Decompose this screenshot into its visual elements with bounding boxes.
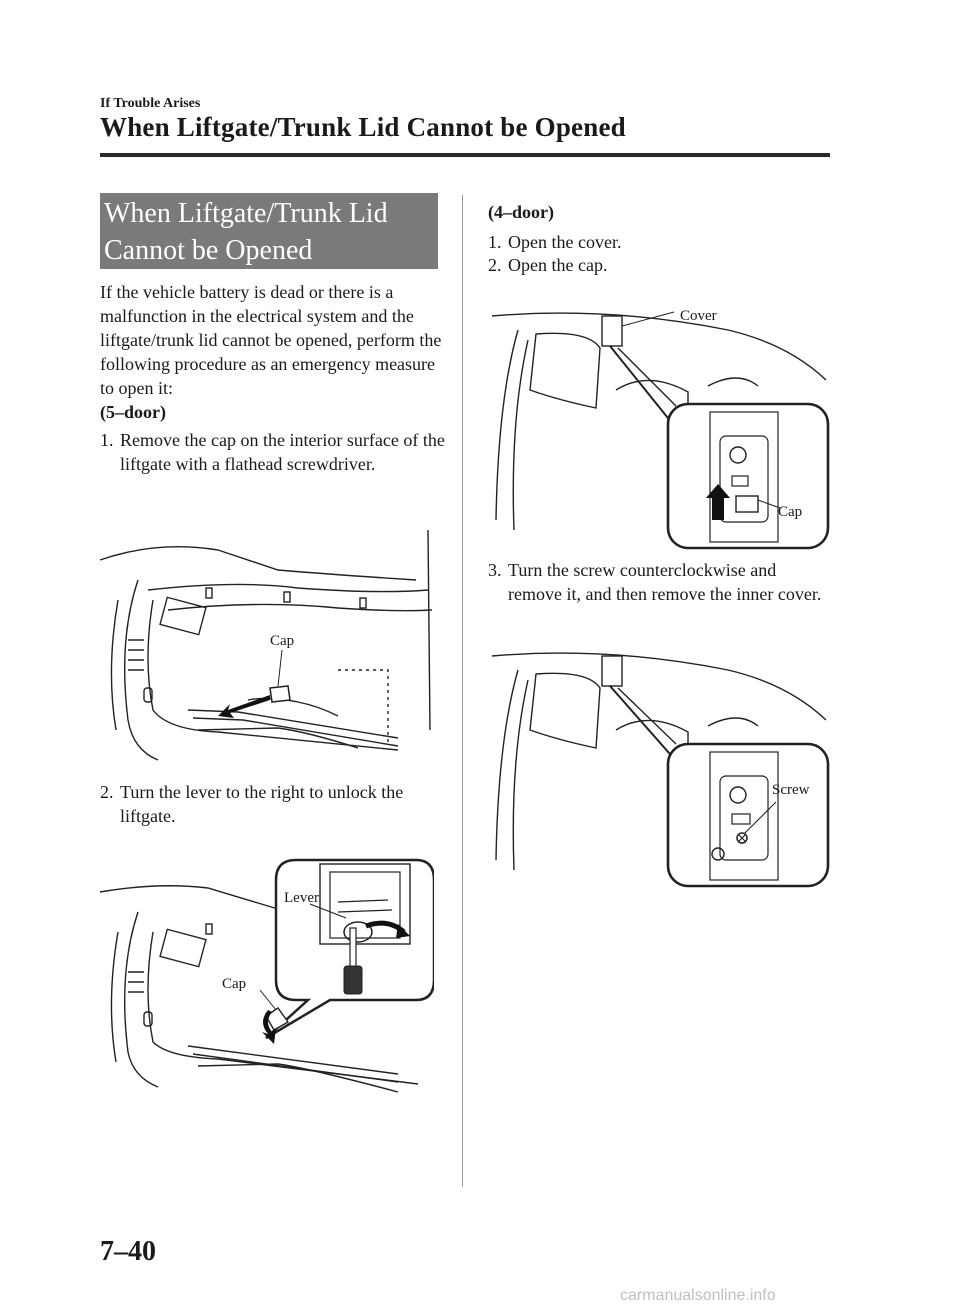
page-number: 7–40: [100, 1236, 156, 1267]
fig1-cap-label: Cap: [270, 633, 294, 649]
section-heading-line2: Cannot be Opened: [104, 235, 313, 266]
step-text: Remove the cap on the interior surface o…: [120, 430, 445, 474]
step-text: Turn the lever to the right to unlock th…: [120, 782, 404, 826]
step-text: Open the cover.: [508, 232, 622, 252]
figure-trunk-cover-cap: Cover Cap: [491, 308, 830, 550]
step-5door-1: 1. Remove the cap on the interior surfac…: [100, 428, 445, 476]
figure-liftgate-lever: Lever Cap: [99, 858, 434, 1093]
step-number: 2.: [100, 782, 114, 802]
step-number: 1.: [100, 430, 114, 450]
fig3-cap-label: Cap: [778, 504, 802, 520]
fig2-lever-label: Lever: [284, 890, 319, 906]
column-divider: [462, 195, 463, 1187]
section-heading-line1: When Liftgate/Trunk Lid: [104, 198, 388, 229]
intro-paragraph: If the vehicle battery is dead or there …: [100, 282, 442, 398]
step-5door-2: 2. Turn the lever to the right to unlock…: [100, 780, 445, 828]
step-number: 1.: [488, 232, 502, 252]
step-number: 3.: [488, 560, 502, 580]
step-text: Turn the screw counterclockwise and remo…: [508, 560, 822, 604]
watermark: carmanualsonline.info: [620, 1287, 776, 1304]
step-number: 2.: [488, 255, 502, 275]
step-4door-3: 3. Turn the screw counterclockwise and r…: [488, 558, 833, 606]
step-4door-2: 2. Open the cap.: [488, 253, 833, 277]
section-label: If Trouble Arises: [100, 96, 201, 111]
fig3-cover-label: Cover: [680, 308, 717, 324]
figure-liftgate-cap: Cap: [99, 529, 433, 761]
step-4door-1: 1. Open the cover.: [488, 230, 833, 254]
fig4-screw-label: Screw: [772, 782, 810, 798]
title-rule: [100, 153, 830, 157]
figure-trunk-screw: Screw: [491, 652, 830, 888]
subheading-5door: (5–door): [100, 402, 166, 422]
section-heading: When Liftgate/Trunk Lid Cannot be Opened: [100, 193, 438, 269]
page-title: When Liftgate/Trunk Lid Cannot be Opened: [100, 112, 626, 142]
step-text: Open the cap.: [508, 255, 608, 275]
fig2-cap-label: Cap: [222, 976, 246, 992]
subheading-4door: (4–door): [488, 202, 554, 222]
